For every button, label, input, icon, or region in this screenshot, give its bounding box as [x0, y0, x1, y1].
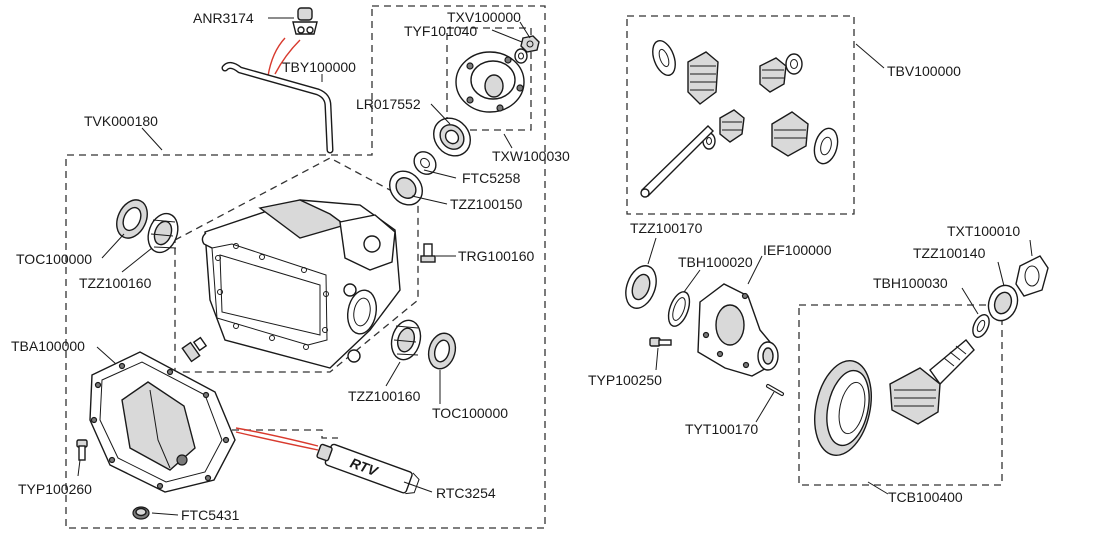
bearing-tzz100170 [625, 265, 657, 309]
label-tvk000180: TVK000180 [84, 113, 158, 129]
shim-tbh100030 [972, 314, 990, 338]
label-txw100030: TXW100030 [492, 148, 570, 164]
leader-toc-left [101, 233, 125, 259]
oil-seal-left [116, 199, 148, 239]
red-lead-sealant-1 [235, 427, 319, 447]
cover-bolt [76, 439, 88, 461]
label-tyt100170: TYT100170 [685, 421, 758, 437]
leader-tvk000180 [141, 127, 163, 151]
gear-kit-boundary [626, 15, 855, 215]
pinion-gear [889, 339, 975, 425]
label-tbh100020: TBH100020 [678, 254, 753, 270]
axle-housing [201, 199, 401, 369]
leader-tzz-left [121, 247, 153, 273]
leader-txv100000 [519, 21, 531, 39]
leader-ftc5431 [151, 512, 179, 516]
leader-rtc3254 [403, 481, 433, 493]
leader-tyf101040 [491, 29, 523, 43]
label-tzz100140: TZZ100140 [913, 245, 986, 261]
housing-bolt [181, 336, 208, 363]
leader-lr017552 [430, 103, 451, 125]
label-txv100000: TXV100000 [447, 9, 521, 25]
red-lead-breather [267, 37, 286, 77]
label-tyf101040: TYF101040 [404, 23, 477, 39]
spacer-txt100010 [1015, 255, 1049, 297]
leader-tzz-bottom [385, 361, 401, 387]
bearing-lr017552 [433, 117, 471, 157]
differential-case [697, 283, 779, 377]
leader-typ100250 [655, 347, 659, 371]
leader-tbv100000 [855, 43, 885, 69]
breather-hose [221, 61, 334, 154]
nut-txv [520, 35, 540, 53]
roller-bearing-bottom [390, 319, 422, 361]
leader-tyt100170 [755, 391, 775, 423]
ring-gear [814, 360, 872, 456]
red-lead-breather-2 [274, 39, 301, 75]
cover-subgroup-boundary [232, 429, 338, 439]
leader-tcb100400 [867, 481, 889, 495]
label-tcb100400: TCB100400 [888, 489, 963, 505]
label-tby100000: TBY100000 [282, 59, 356, 75]
washer-small [413, 151, 437, 175]
drain-plug [420, 243, 436, 263]
leader-txw100030 [503, 133, 513, 149]
differential-carrier [455, 51, 525, 113]
label-ftc5431: FTC5431 [181, 507, 240, 523]
label-ftc5258: FTC5258 [462, 170, 521, 186]
leader-tba100000 [96, 346, 117, 365]
bearing-tzz100140 [987, 284, 1019, 322]
gear-kit-parts [640, 40, 839, 198]
label-tbh100030: TBH100030 [873, 275, 948, 291]
leader-tzz100170 [647, 237, 657, 265]
label-toc100000-bottom: TOC100000 [432, 405, 508, 421]
leader-tzz100140 [997, 261, 1005, 287]
roller-bearing-left [147, 212, 179, 254]
leader-ftc5258 [423, 169, 457, 179]
red-lead-sealant-2 [235, 431, 319, 451]
leader-tzz100150 [411, 195, 448, 205]
label-txt100010: TXT100010 [947, 223, 1020, 239]
label-typ100260: TYP100260 [18, 481, 92, 497]
oil-seal-bottom [427, 332, 457, 370]
crownwheel-carrier-boundary [446, 27, 532, 131]
label-tzz100160-bottom: TZZ100160 [348, 388, 421, 404]
leader-txt100010 [1029, 239, 1033, 257]
label-typ100250: TYP100250 [588, 372, 662, 388]
leader-ief100000 [747, 255, 763, 285]
label-rtc3254: RTC3254 [436, 485, 496, 501]
filler-plug [132, 506, 150, 520]
leader-tbh100020 [683, 269, 701, 293]
label-tzz100170: TZZ100170 [630, 220, 703, 236]
label-tba100000: TBA100000 [11, 338, 85, 354]
case-bolt [649, 337, 672, 347]
leader-tbh100030 [961, 287, 979, 315]
ring-pinion-boundary [798, 304, 1003, 486]
axle-cover [89, 351, 236, 493]
shim-tbh100020 [667, 291, 691, 327]
label-tzz100150: TZZ100150 [450, 196, 523, 212]
thrust-washer-tyf [514, 48, 528, 64]
label-anr3174: ANR3174 [193, 10, 254, 26]
label-toc100000-left: TOC100000 [16, 251, 92, 267]
label-tbv100000: TBV100000 [887, 63, 961, 79]
axle-assembly-boundary [65, 5, 546, 529]
label-lr017552: LR017552 [356, 96, 421, 112]
rtv-sealant-tube: RTV [316, 443, 420, 495]
breather-fitting [292, 7, 318, 35]
label-ief100000: IEF100000 [763, 242, 832, 258]
label-tzz100160-left: TZZ100160 [79, 275, 152, 291]
leader-typ100260 [77, 459, 81, 477]
label-trg100160: TRG100160 [458, 248, 534, 264]
